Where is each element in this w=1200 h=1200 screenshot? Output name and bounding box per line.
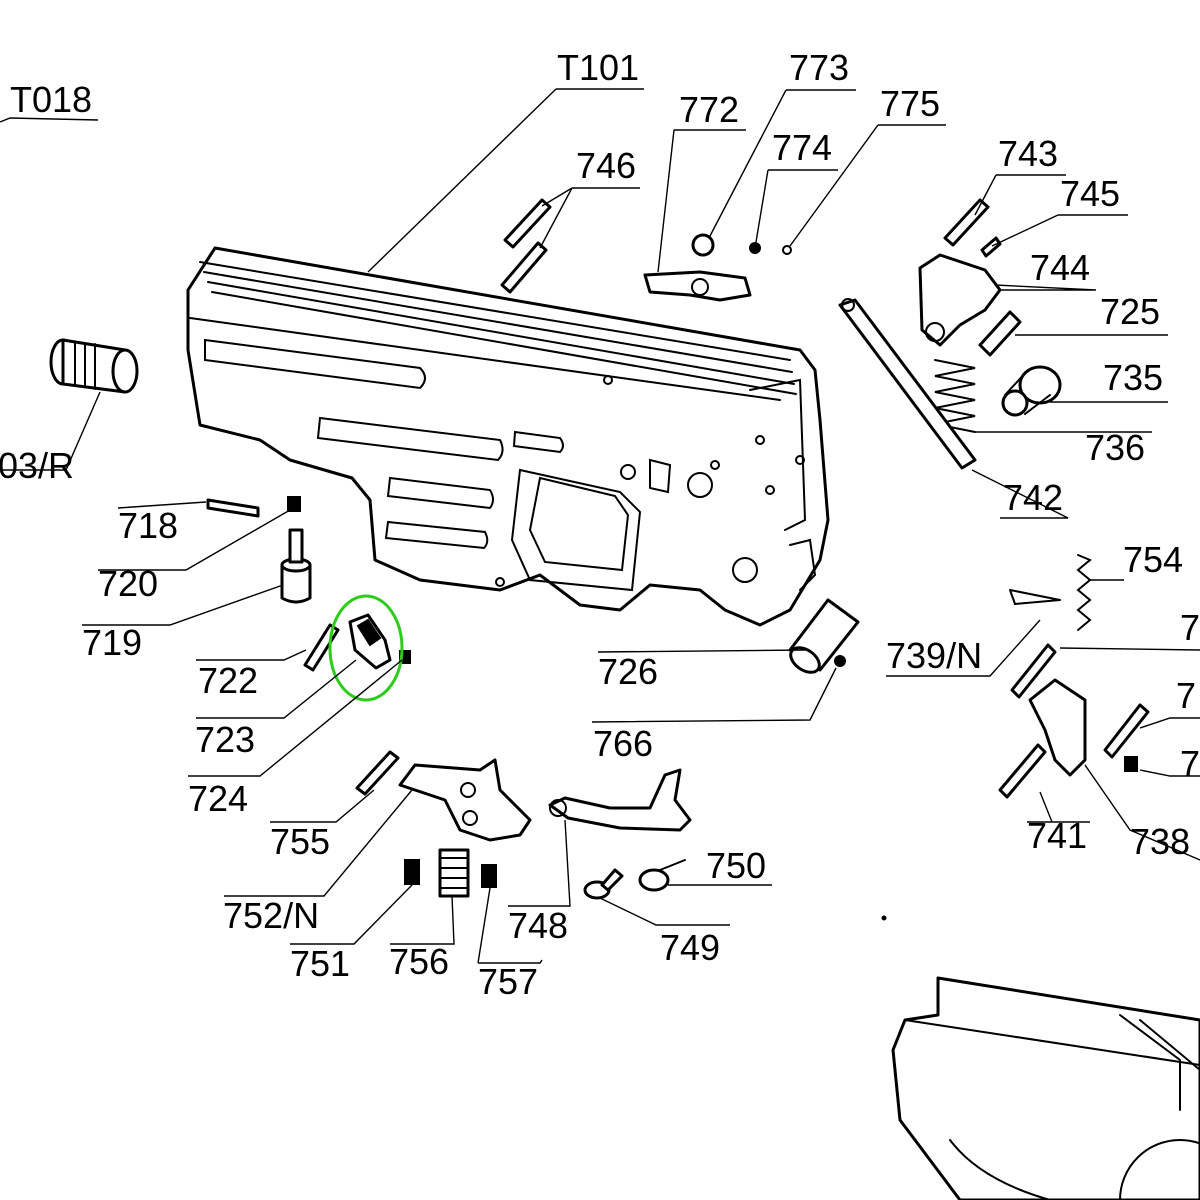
part-744-hammer[interactable] bbox=[918, 253, 1002, 347]
label-703r: 03/R bbox=[0, 445, 74, 486]
part-752n-lever[interactable] bbox=[398, 758, 532, 842]
label-725: 725 bbox=[1100, 291, 1160, 332]
part-718-pin[interactable] bbox=[206, 498, 260, 518]
part-7x-screw[interactable] bbox=[1124, 756, 1138, 772]
part-754-spring[interactable] bbox=[1076, 554, 1092, 631]
part-725-pin[interactable] bbox=[978, 310, 1022, 357]
leader-lines bbox=[0, 88, 1200, 964]
label-757: 757 bbox=[478, 961, 538, 1002]
label-772: 772 bbox=[679, 89, 739, 130]
label-748: 748 bbox=[508, 905, 568, 946]
label-723: 723 bbox=[195, 719, 255, 760]
part-719-bushing[interactable] bbox=[280, 528, 312, 604]
label-752n: 752/N bbox=[223, 895, 319, 936]
label-718: 718 bbox=[118, 505, 178, 546]
part-751-spring[interactable] bbox=[404, 859, 420, 885]
label-7c: 7 bbox=[1180, 743, 1200, 784]
part-735-bushing[interactable] bbox=[1001, 365, 1062, 417]
label-745: 745 bbox=[1060, 173, 1120, 214]
part-775-ball[interactable] bbox=[782, 245, 792, 255]
part-746-pins[interactable] bbox=[500, 198, 552, 294]
part-774-ball[interactable] bbox=[749, 242, 761, 254]
part-745-pin[interactable] bbox=[980, 236, 1002, 258]
label-739n: 739/N bbox=[886, 635, 982, 676]
label-720: 720 bbox=[98, 563, 158, 604]
label-742: 742 bbox=[1003, 477, 1063, 518]
part-766-ball[interactable] bbox=[834, 655, 846, 667]
label-7a: 7 bbox=[1180, 607, 1200, 648]
part-773-screw[interactable] bbox=[691, 233, 715, 257]
label-773: 773 bbox=[789, 47, 849, 88]
part-723-sear[interactable] bbox=[348, 613, 392, 670]
part-772-lever[interactable] bbox=[643, 270, 752, 302]
part-743-pin[interactable] bbox=[943, 198, 990, 247]
part-703r[interactable] bbox=[49, 338, 139, 394]
part-labels: T018 T101 03/R 718 720 719 722 723 724 7… bbox=[0, 47, 1200, 1002]
part-755-pin[interactable] bbox=[355, 750, 400, 796]
part-741-pins[interactable] bbox=[998, 643, 1150, 799]
label-t101: T101 bbox=[557, 47, 639, 88]
label-736: 736 bbox=[1085, 427, 1145, 468]
label-744: 744 bbox=[1030, 247, 1090, 288]
part-750-spring[interactable] bbox=[638, 859, 686, 892]
label-749: 749 bbox=[660, 927, 720, 968]
label-754: 754 bbox=[1123, 539, 1183, 580]
label-t018: T018 bbox=[10, 79, 92, 120]
part-739n-spring[interactable] bbox=[1009, 589, 1061, 606]
part-756-spring[interactable] bbox=[438, 848, 470, 898]
label-750: 750 bbox=[706, 845, 766, 886]
receiver-frame-t101[interactable] bbox=[186, 246, 830, 627]
label-7b: 7 bbox=[1176, 675, 1196, 716]
label-726: 726 bbox=[598, 651, 658, 692]
part-757-spring[interactable] bbox=[481, 864, 497, 888]
label-756: 756 bbox=[389, 941, 449, 982]
part-742-rod[interactable] bbox=[838, 298, 977, 470]
label-743: 743 bbox=[998, 133, 1058, 174]
stray-dot bbox=[881, 915, 887, 921]
grip-part bbox=[891, 976, 1200, 1200]
part-738-trigger[interactable] bbox=[1028, 678, 1087, 777]
label-766: 766 bbox=[593, 723, 653, 764]
label-751: 751 bbox=[290, 943, 350, 984]
label-755: 755 bbox=[270, 821, 330, 862]
label-774: 774 bbox=[772, 127, 832, 168]
highlight-circle bbox=[328, 594, 404, 702]
part-749-screw[interactable] bbox=[583, 868, 624, 900]
part-720-nut[interactable] bbox=[287, 496, 301, 512]
label-724: 724 bbox=[188, 778, 248, 819]
label-741: 741 bbox=[1027, 815, 1087, 856]
part-748-arm[interactable] bbox=[548, 768, 692, 832]
label-735: 735 bbox=[1103, 357, 1163, 398]
part-736-spring[interactable] bbox=[934, 359, 976, 433]
label-775: 775 bbox=[880, 83, 940, 124]
label-722: 722 bbox=[198, 660, 258, 701]
label-719: 719 bbox=[82, 622, 142, 663]
label-746: 746 bbox=[576, 145, 636, 186]
part-726-cylinder[interactable] bbox=[786, 598, 860, 677]
label-738: 738 bbox=[1130, 821, 1190, 862]
